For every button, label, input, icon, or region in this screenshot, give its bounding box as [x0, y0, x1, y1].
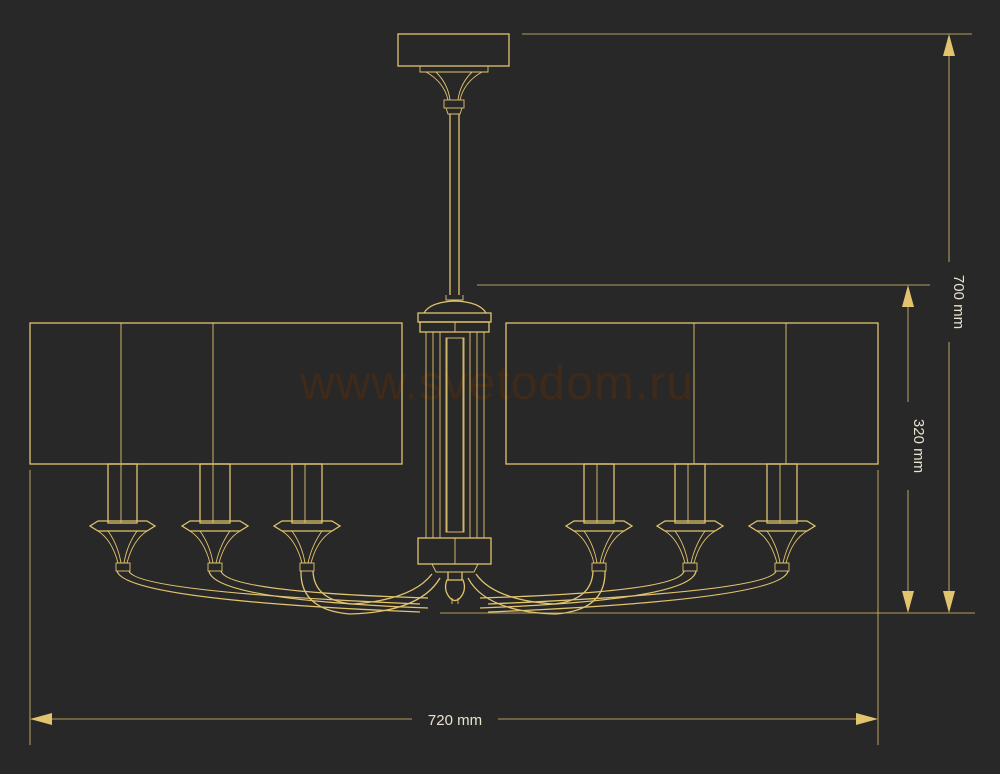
candle-arm-r2: [479, 463, 725, 609]
candle-arm-l3: [272, 463, 441, 615]
width-label: 720 mm: [428, 712, 482, 729]
total-height-label: 700 mm: [950, 275, 967, 329]
ceiling-canopy: [397, 33, 510, 115]
watermark-text: www.svetodom.ru: [299, 357, 694, 410]
dimension-total-height: 700 mm: [440, 33, 975, 614]
left-candle-arms: [88, 463, 441, 615]
dimension-width: 720 mm: [29, 470, 879, 745]
suspension-rod: [449, 114, 460, 295]
right-candle-arms: [467, 463, 817, 615]
candle-arm-l1: [88, 463, 421, 613]
candle-arm-r3: [487, 463, 817, 613]
dimension-shade-height: 320 mm: [477, 284, 930, 613]
candle-arm-l2: [180, 463, 429, 609]
central-column: [417, 295, 492, 604]
shade-height-label: 320 mm: [910, 419, 927, 473]
